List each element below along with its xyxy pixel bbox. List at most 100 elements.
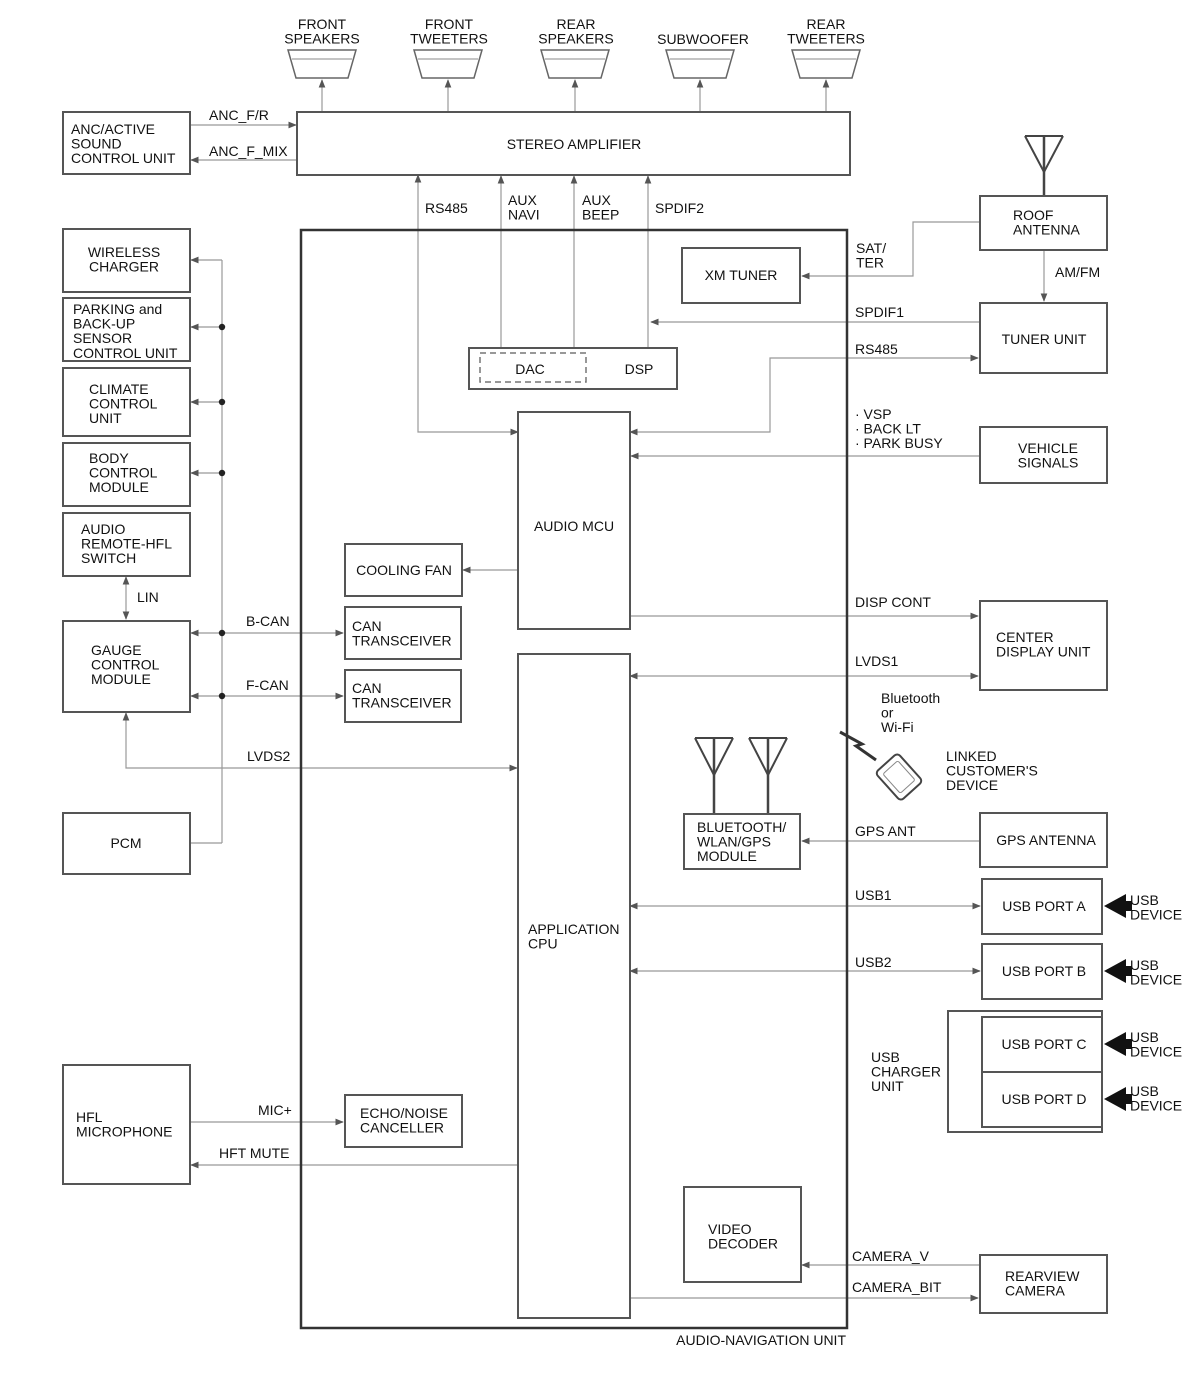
hfl-microphone-box	[62, 1064, 191, 1185]
signal-label: B-CAN	[246, 613, 290, 629]
label-line: AUDIO	[81, 521, 125, 537]
label-line: FRONT	[298, 16, 347, 32]
label-line: REARVIEW	[1005, 1268, 1080, 1284]
speaker-icon	[287, 49, 357, 79]
label-line: USB1	[855, 887, 892, 903]
label-line: LVDS1	[855, 653, 899, 669]
label-line: DEVICE	[946, 777, 998, 793]
label-line: CHARGER	[89, 259, 159, 275]
label-line: DECODER	[708, 1236, 778, 1252]
can-transceiver-f-box	[344, 669, 462, 723]
signal-label: CAMERA_V	[852, 1248, 930, 1264]
gauge-control-box	[62, 620, 191, 713]
label-line: CONTROL	[89, 465, 158, 481]
label-line: MICROPHONE	[76, 1124, 172, 1140]
wireless-signal-icon	[839, 730, 877, 762]
label-line: USB2	[855, 954, 892, 970]
label-line: VIDEO	[708, 1221, 752, 1237]
label-line: STEREO AMPLIFIER	[507, 136, 642, 152]
can-transceiver-b-box	[344, 606, 462, 660]
label-line: · VSP	[855, 406, 892, 422]
label-line: RS485	[425, 200, 468, 216]
signal-label: ANC_F/R	[209, 107, 269, 123]
signal-label: LVDS1	[855, 653, 899, 669]
label-line: SWITCH	[81, 550, 136, 566]
label-line: AUX	[582, 192, 611, 208]
label-line: CONTROL	[89, 396, 158, 412]
cooling-fan-box	[344, 543, 463, 597]
dac-dsp-box	[468, 347, 678, 390]
label-line: DISPLAY UNIT	[996, 644, 1091, 660]
signal-label: SAT/TER	[856, 240, 886, 271]
label-line: REMOTE-HFL	[81, 536, 172, 552]
tuner-unit-box	[979, 302, 1108, 374]
parking-sensor-box	[62, 297, 191, 362]
label-line: USB PORT C	[1001, 1036, 1086, 1052]
label-line: TRANSCEIVER	[352, 633, 452, 649]
label-line: APPLICATION	[528, 921, 620, 937]
label-line: · PARK BUSY	[855, 435, 943, 451]
cooling-fan-label: COOLING FAN	[356, 562, 452, 578]
label-line: BODY	[89, 450, 129, 466]
label-line: USB	[1130, 1029, 1159, 1045]
label-line: PCM	[110, 835, 141, 851]
video-decoder-box	[683, 1186, 802, 1283]
gps-antenna-label: GPS ANTENNA	[996, 832, 1096, 848]
label-line: RS485	[855, 341, 898, 357]
label-line: CAN	[352, 680, 382, 696]
signal-label: SPDIF1	[855, 304, 904, 320]
label-line: WLAN/GPS	[697, 834, 771, 850]
bluetooth-antenna-icon	[694, 737, 734, 814]
usb-arrow-icon	[1104, 1032, 1126, 1056]
label-line: DISP CONT	[855, 594, 931, 610]
label-line: SPEAKERS	[284, 31, 359, 47]
label-line: TWEETERS	[787, 31, 865, 47]
wlan-antenna-icon	[748, 737, 788, 814]
label-line: LVDS2	[247, 748, 291, 764]
anc-unit-box	[62, 111, 191, 175]
label-line: USB PORT B	[1002, 963, 1086, 979]
label-line: CPU	[528, 936, 558, 952]
label-line: CONTROL UNIT	[73, 345, 178, 361]
signal-label: · VSP· BACK LT· PARK BUSY	[855, 406, 943, 451]
gps-antenna-box	[979, 812, 1108, 868]
stereo-amplifier-label: STEREO AMPLIFIER	[507, 136, 642, 152]
label-line: ANTENNA	[1013, 222, 1081, 238]
label-line: CAN	[352, 618, 382, 634]
speaker-icons	[287, 49, 861, 79]
usb-arrow-icon	[1104, 1087, 1126, 1111]
label-line: COOLING FAN	[356, 562, 452, 578]
rearview-camera-box	[979, 1254, 1108, 1314]
label-line: TUNER UNIT	[1002, 331, 1087, 347]
speaker-label: SUBWOOFER	[657, 31, 749, 47]
label-line: PARKING and	[73, 301, 162, 317]
speaker-icon	[791, 49, 861, 79]
audio-mcu-label: AUDIO MCU	[534, 518, 614, 534]
usb-port-a-label: USB PORT A	[1002, 898, 1086, 914]
label-line: HFL	[76, 1109, 103, 1125]
label-line: USB	[1130, 892, 1159, 908]
usb-arrow-icon	[1104, 894, 1126, 918]
component-boxes	[62, 111, 1108, 1319]
label-line: BEEP	[582, 207, 619, 223]
label-line: CONTROL UNIT	[71, 150, 176, 166]
label-line: ANC_F/R	[209, 107, 269, 123]
label-line: ECHO/NOISE	[360, 1105, 448, 1121]
signal-label: USB1	[855, 887, 892, 903]
label-line: MODULE	[91, 671, 151, 687]
